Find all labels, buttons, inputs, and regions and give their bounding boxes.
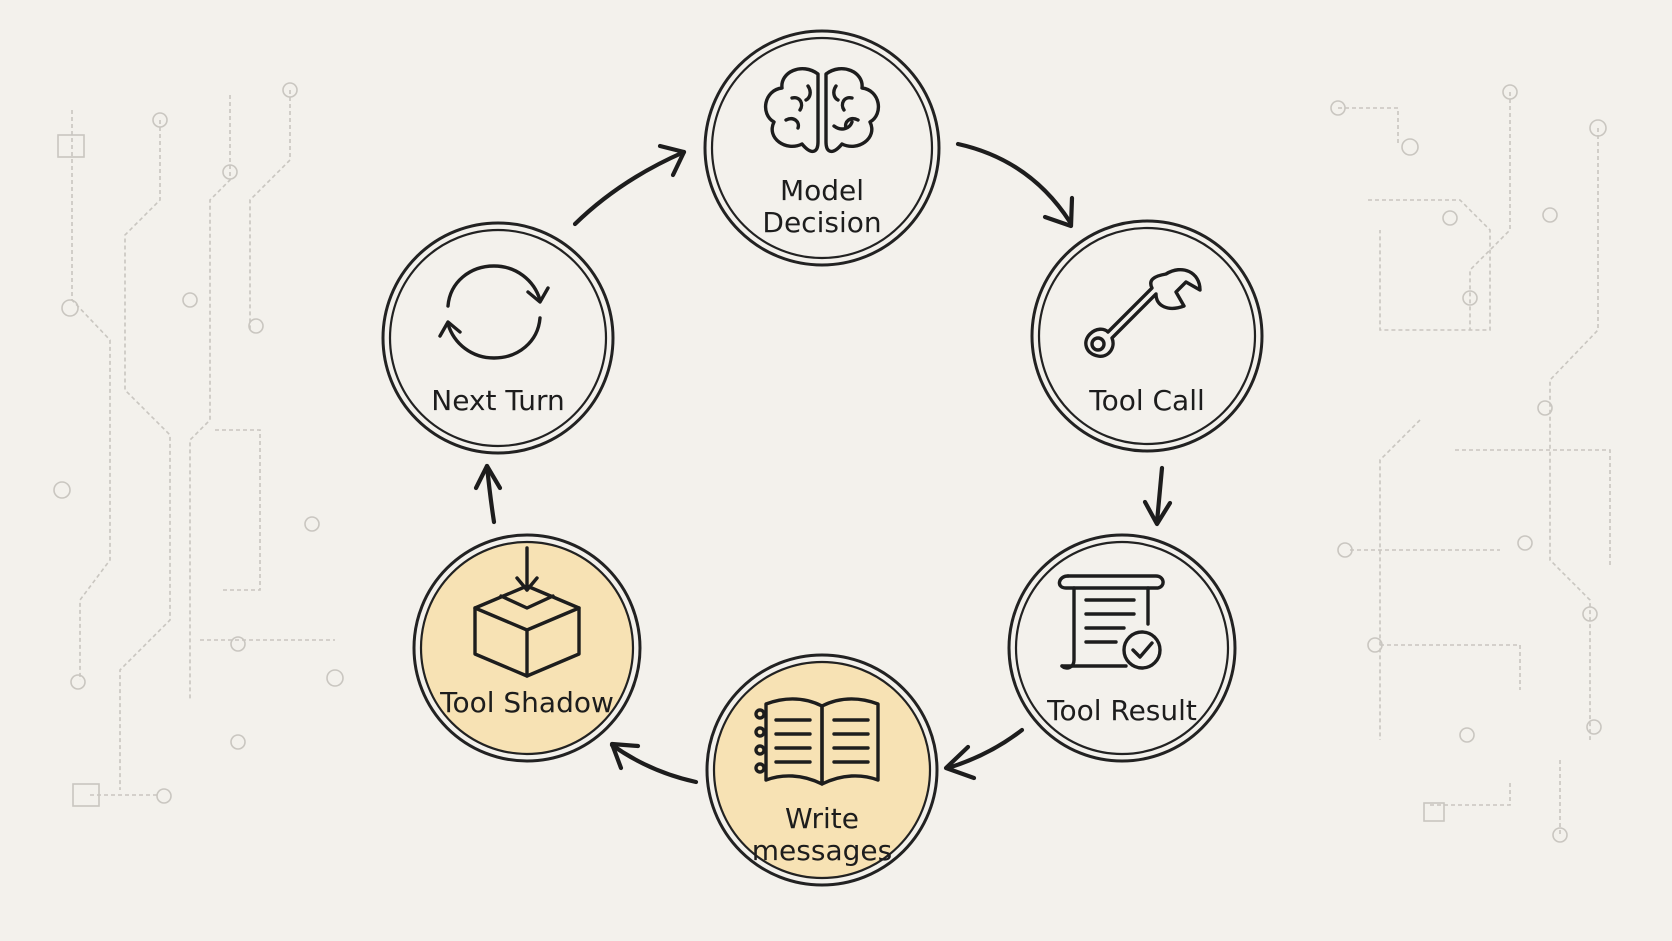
cycle-arrows-icon (438, 264, 550, 360)
brain-icon (763, 67, 881, 153)
open-book-icon (754, 697, 880, 786)
scroll-check-icon (1057, 574, 1165, 670)
arrow-write-to-shadow (609, 741, 699, 785)
arrow-shadow-to-nextturn (473, 463, 503, 525)
arrow-toolcall-to-result (1142, 465, 1173, 527)
circuit-decoration-left (53, 82, 344, 807)
circuit-decoration-right (1330, 84, 1611, 843)
arrow-nextturn-to-model (572, 143, 687, 227)
node-label-write-messages-line1: Write (785, 802, 859, 835)
node-label-tool-shadow: Tool Shadow (439, 686, 614, 719)
node-label-write-messages-line2: messages (752, 834, 892, 867)
node-tool-shadow: Tool Shadow (412, 533, 642, 763)
flow-arrows (473, 141, 1173, 785)
box-download-icon (473, 546, 581, 678)
node-tool-call: Tool Call (1030, 219, 1264, 453)
node-tool-result: Tool Result (1007, 533, 1237, 763)
arrow-result-to-write (943, 727, 1025, 781)
node-write-messages: Write messages (705, 653, 939, 887)
node-model-decision: Model Decision (703, 29, 941, 267)
node-label-model-decision-line2: Decision (762, 206, 881, 239)
node-label-model-decision-line1: Model (780, 174, 864, 207)
wrench-icon (1084, 268, 1202, 358)
node-next-turn: Next Turn (381, 221, 615, 455)
node-label-tool-result: Tool Result (1046, 694, 1197, 727)
node-label-tool-call: Tool Call (1088, 384, 1205, 417)
arrow-model-to-toolcall (955, 141, 1075, 229)
node-label-next-turn: Next Turn (431, 384, 565, 417)
